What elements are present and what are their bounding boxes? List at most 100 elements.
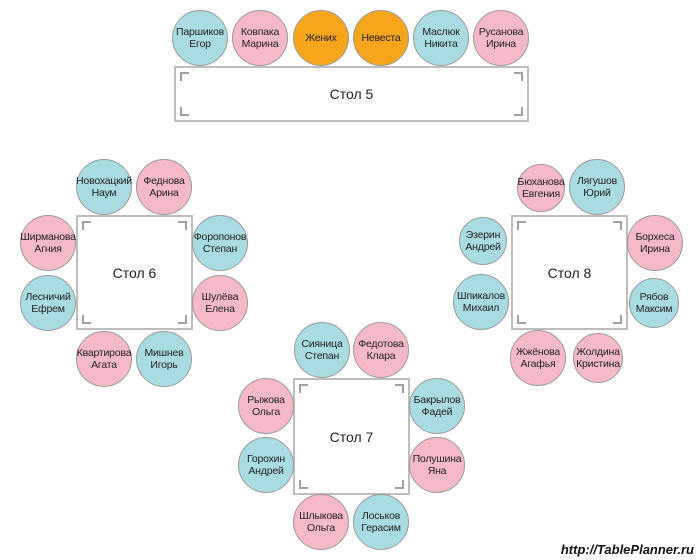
seat-name: Рыжова (247, 394, 285, 406)
table-label: Стол 8 (547, 264, 592, 281)
seat-name: Егор (189, 38, 211, 50)
seat[interactable]: Шулёва Елена (192, 275, 248, 331)
seat[interactable]: Новохацкий Наум (76, 159, 132, 215)
seat-name: Марина (241, 38, 279, 50)
table-7[interactable]: Стол 7 (293, 378, 410, 495)
seat-name: Эзерин (465, 229, 501, 241)
seat-name: Жолдина (576, 346, 620, 358)
table-8[interactable]: Стол 8 (511, 215, 628, 330)
seat-name: Яна (427, 465, 447, 477)
seat-name: Русанова (478, 26, 524, 38)
seat-name: Агафья (520, 358, 556, 370)
seat-name: Борхеса (635, 231, 675, 243)
table-label: Стол 6 (112, 264, 157, 281)
seat-name: Ирина (486, 38, 516, 50)
seat[interactable]: Лоськов Герасим (353, 494, 409, 550)
seat-name: Ковпака (240, 26, 280, 38)
seat-name: Лягушов (576, 175, 618, 187)
corner-mark-icon (178, 315, 187, 324)
seat-name: Сияница (301, 338, 343, 350)
seat[interactable]: Лягушов Юрий (569, 159, 625, 215)
seat-name: Ефрем (31, 303, 65, 315)
seat-name: Бакрылов (413, 394, 461, 406)
table-5[interactable]: Стол 5 (174, 66, 529, 122)
seat-name: Маслюк (422, 26, 460, 38)
seat-name: Шулёва (201, 291, 239, 303)
corner-mark-icon (613, 315, 622, 324)
corner-mark-icon (180, 72, 189, 81)
corner-mark-icon (514, 72, 523, 81)
seat[interactable]: Русанова Ирина (473, 10, 529, 66)
corner-mark-icon (299, 480, 308, 489)
seat-name: Евгения (522, 188, 560, 200)
seat[interactable]: Эзерин Андрей (459, 217, 507, 265)
seat-name: Наум (91, 187, 117, 199)
seat[interactable]: Ширманова Агния (20, 215, 76, 271)
seat-name: Жжёнова (515, 346, 561, 358)
seat-name: Ольга (306, 522, 336, 534)
seat-name: Квартирова (76, 347, 132, 359)
seat[interactable]: Рябов Максим (629, 278, 679, 328)
seat-name: Феднова (143, 175, 185, 187)
seat-name: Невеста (361, 32, 401, 44)
watermark-link[interactable]: http://TablePlanner.ru (560, 542, 694, 557)
seat[interactable]: Жених (293, 10, 349, 66)
seat-name: Андрей (465, 241, 501, 253)
seat-name: Лоськов (361, 510, 401, 522)
corner-mark-icon (395, 480, 404, 489)
seat-name: Горохин (247, 453, 285, 465)
seat[interactable]: Форопонов Степан (192, 215, 248, 271)
corner-mark-icon (178, 221, 187, 230)
seat[interactable]: Маслюк Никита (413, 10, 469, 66)
table-6[interactable]: Стол 6 (76, 215, 193, 330)
seat[interactable]: Мишнев Игорь (136, 331, 192, 387)
seat[interactable]: Рыжова Ольга (238, 378, 294, 434)
seat[interactable]: Квартирова Агата (76, 331, 132, 387)
seat-name: Мишнев (144, 347, 184, 359)
seat-name: Елена (205, 303, 235, 315)
seat[interactable]: Ковпака Марина (232, 10, 288, 66)
seat[interactable]: Бюханова Евгения (517, 164, 565, 212)
seat[interactable]: Борхеса Ирина (627, 215, 683, 271)
seat-name: Лесничий (25, 291, 71, 303)
seat[interactable]: Невеста (353, 10, 409, 66)
seat-name: Агата (91, 359, 117, 371)
seat[interactable]: Паршиков Егор (172, 10, 228, 66)
seat-name: Фадей (421, 406, 453, 418)
seat-name: Новохацкий (76, 175, 132, 187)
seat[interactable]: Лесничий Ефрем (20, 275, 76, 331)
seat-name: Жених (305, 32, 337, 44)
seat[interactable]: Полушина Яна (409, 437, 465, 493)
corner-mark-icon (514, 107, 523, 116)
seat[interactable]: Феднова Арина (136, 159, 192, 215)
seat-name: Ирина (640, 243, 670, 255)
seat-name: Ольга (251, 406, 281, 418)
seat-name: Ширманова (20, 231, 76, 243)
seat-name: Максим (635, 303, 673, 315)
seat[interactable]: Сияница Степан (294, 322, 350, 378)
seat-name: Кристина (576, 358, 620, 370)
seat[interactable]: Бакрылов Фадей (409, 378, 465, 434)
seat[interactable]: Горохин Андрей (238, 437, 294, 493)
table-label: Стол 7 (329, 428, 374, 445)
corner-mark-icon (517, 315, 526, 324)
seat-name: Степан (202, 243, 238, 255)
seat[interactable]: Жолдина Кристина (573, 333, 623, 383)
seat-name: Герасим (361, 522, 401, 534)
corner-mark-icon (82, 221, 91, 230)
seat-name: Форопонов (193, 231, 247, 243)
seat-name: Шлыкова (299, 510, 343, 522)
seat-name: Агния (34, 243, 62, 255)
seat[interactable]: Шпикалов Михаил (453, 274, 509, 330)
seat[interactable]: Шлыкова Ольга (293, 494, 349, 550)
seat-name: Федотова (358, 338, 404, 350)
seat[interactable]: Жжёнова Агафья (510, 330, 566, 386)
seat-name: Андрей (248, 465, 284, 477)
corner-mark-icon (613, 221, 622, 230)
corner-mark-icon (395, 384, 404, 393)
corner-mark-icon (299, 384, 308, 393)
seat-name: Бюханова (517, 176, 565, 188)
seat-name: Степан (304, 350, 340, 362)
seat-name: Полушина (412, 453, 462, 465)
seat[interactable]: Федотова Клара (353, 322, 409, 378)
